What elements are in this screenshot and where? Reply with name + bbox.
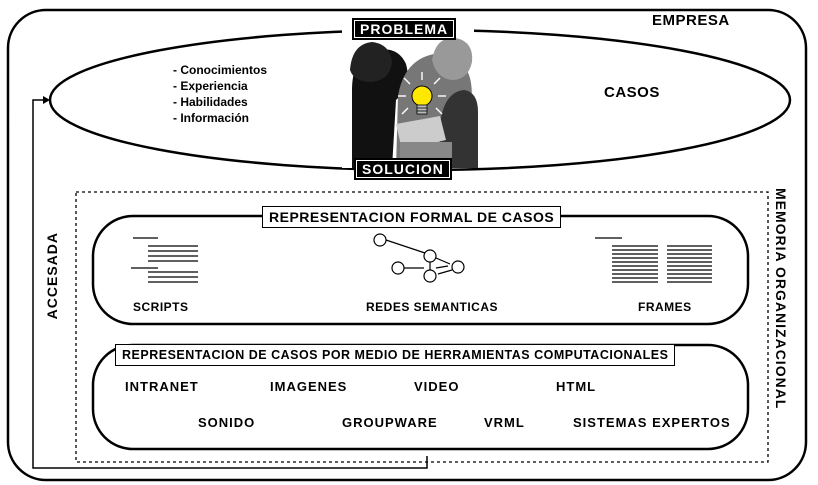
knowledge-list: - Conocimientos - Experiencia - Habilida…: [173, 62, 267, 126]
formal-representation-title: REPRESENTACION FORMAL DE CASOS: [262, 206, 562, 228]
tool-vrml: VRML: [484, 415, 525, 430]
list-item: - Información: [173, 111, 250, 125]
frames-label: FRAMES: [638, 300, 692, 314]
casos-label: CASOS: [604, 84, 660, 101]
redes-semanticas-label: REDES SEMANTICAS: [366, 300, 499, 314]
tool-video: VIDEO: [414, 379, 460, 394]
tool-groupware: GROUPWARE: [342, 415, 438, 430]
problem-solution-picture: [342, 28, 478, 168]
list-item: - Conocimientos: [173, 63, 268, 77]
problema-banner: PROBLEMA: [352, 18, 457, 40]
empresa-frame: [6, 8, 808, 482]
semantic-network-icon: [373, 233, 465, 283]
empresa-label: EMPRESA: [652, 12, 730, 29]
tool-sonido: SONIDO: [198, 415, 256, 430]
tool-html: HTML: [556, 379, 597, 394]
list-item: - Habilidades: [173, 95, 248, 109]
scripts-icon: [131, 237, 198, 283]
memoria-box: [75, 191, 769, 463]
tool-imagenes: IMAGENES: [270, 379, 348, 394]
accesada-label: ACCESADA: [44, 232, 60, 320]
list-item: - Experiencia: [173, 79, 248, 93]
memoria-organizacional-label: MEMORIA ORGANIZACIONAL: [773, 188, 789, 410]
accesada-arrow: [32, 99, 428, 469]
solucion-banner: SOLUCION: [354, 158, 452, 180]
lightbulb-icon: [398, 72, 446, 115]
frames-icon: [595, 237, 712, 283]
tool-sistemas-expertos: SISTEMAS EXPERTOS: [573, 415, 731, 430]
tools-representation-title: REPRESENTACION DE CASOS POR MEDIO DE HER…: [115, 344, 676, 366]
scripts-label: SCRIPTS: [133, 300, 189, 314]
tool-intranet: INTRANET: [125, 379, 199, 394]
